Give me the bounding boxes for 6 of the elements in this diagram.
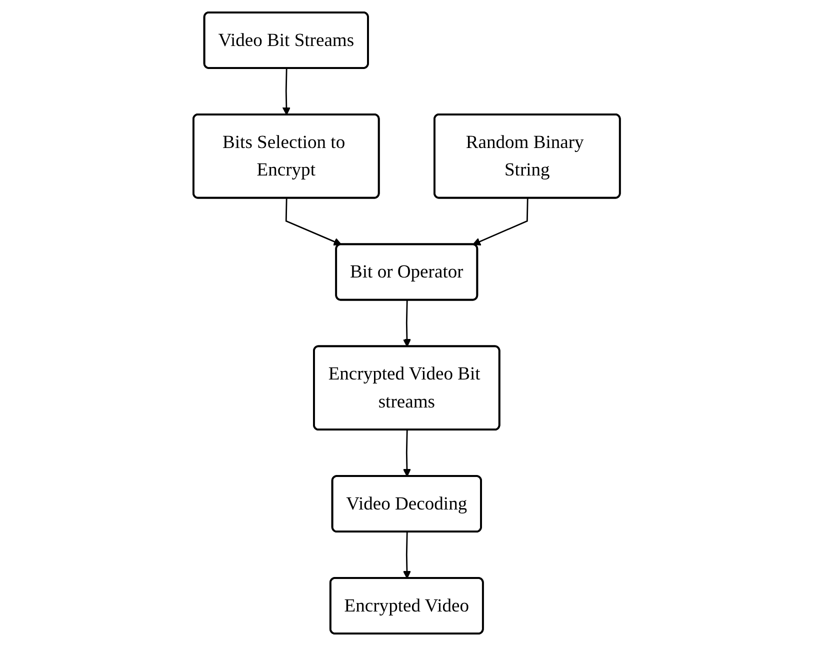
arrow: [286, 198, 342, 246]
arrow: [403, 430, 412, 477]
arrow: [403, 300, 412, 347]
arrow: [472, 198, 529, 246]
arrow: [403, 532, 412, 579]
arrow: [282, 68, 291, 116]
